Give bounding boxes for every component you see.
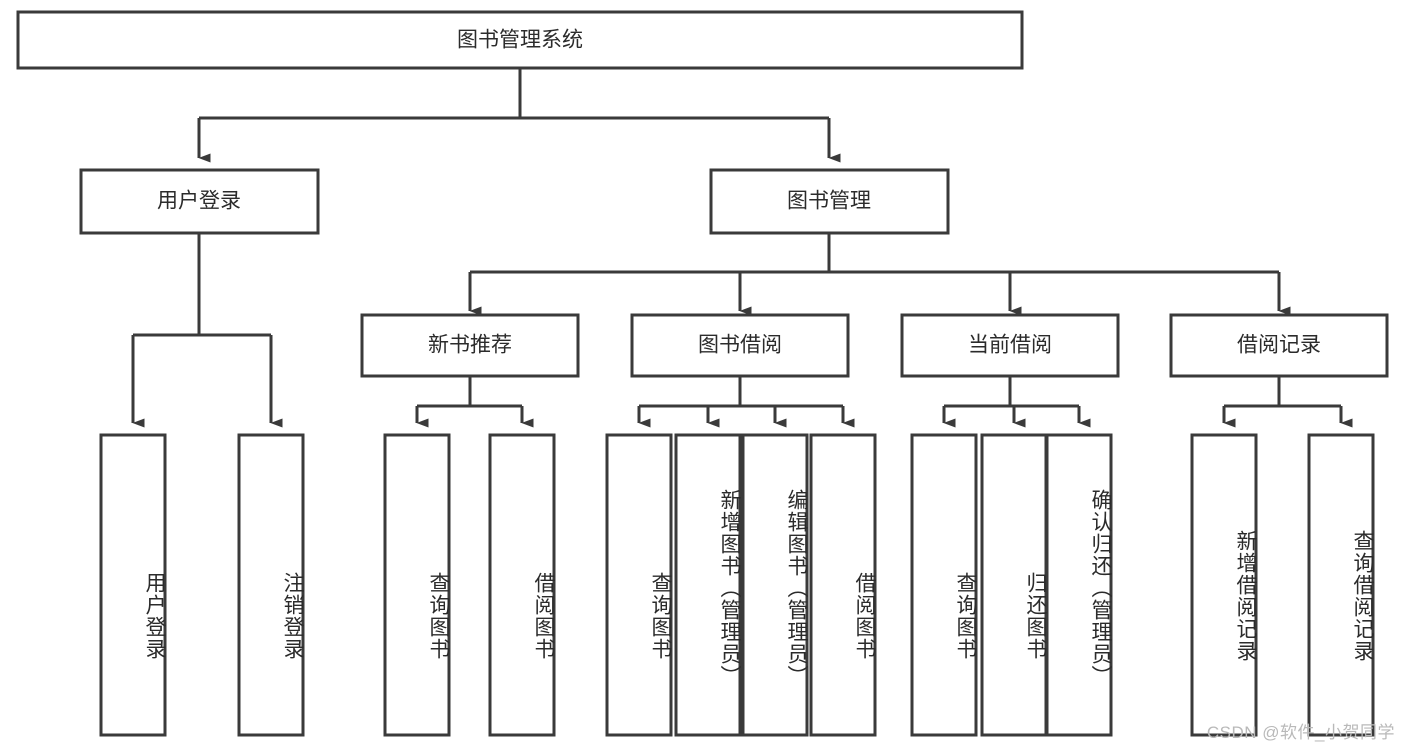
node-user-login-label: 用户登录	[157, 190, 241, 213]
node-leaf-borrow-1-box[interactable]	[605, 433, 673, 737]
node-borrow-record-label: 借阅记录	[1237, 334, 1321, 357]
node-leaf-borrow-2-box[interactable]	[674, 433, 742, 737]
node-leaf-record-1-box[interactable]	[1190, 433, 1258, 737]
node-borrow-record-box[interactable]	[1169, 313, 1389, 378]
connector-group-book-mgmt	[468, 233, 1291, 316]
node-leaf-new-book-2-box[interactable]	[488, 433, 556, 737]
connector-group-current-borrow	[942, 376, 1091, 428]
connector-group-borrow-record	[1222, 376, 1353, 428]
connector-group-user-login	[131, 233, 283, 428]
node-book-mgmt-box[interactable]	[709, 168, 950, 235]
connector-group-root	[197, 68, 841, 163]
watermark-text: CSDN @软件_小贺同学	[1206, 723, 1395, 742]
node-user-login-box[interactable]	[79, 168, 320, 235]
node-current-borrow-label: 当前借阅	[968, 334, 1052, 357]
node-leaf-user-login-2-box[interactable]	[237, 433, 305, 737]
node-leaf-user-login-1-box[interactable]	[99, 433, 167, 737]
node-current-borrow-box[interactable]	[900, 313, 1120, 378]
node-new-book-label: 新书推荐	[428, 334, 512, 357]
node-leaf-current-2-box[interactable]	[980, 433, 1048, 737]
node-leaf-borrow-4-box[interactable]	[809, 433, 877, 737]
node-borrow-box[interactable]	[630, 313, 850, 378]
node-leaf-current-3-box[interactable]	[1045, 433, 1113, 737]
node-borrow-label: 图书借阅	[698, 334, 782, 357]
node-leaf-borrow-3-box[interactable]	[741, 433, 809, 737]
node-root-box[interactable]	[16, 10, 1024, 70]
connector-group-borrow	[637, 376, 855, 428]
node-root-label: 图书管理系统	[457, 29, 583, 52]
node-book-mgmt-label: 图书管理	[787, 190, 871, 213]
connector-group-new-book	[415, 376, 534, 428]
node-leaf-current-1-box[interactable]	[910, 433, 978, 737]
node-leaf-new-book-1-box[interactable]	[383, 433, 451, 737]
node-new-book-box[interactable]	[360, 313, 580, 378]
node-leaf-record-2-box[interactable]	[1307, 433, 1375, 737]
